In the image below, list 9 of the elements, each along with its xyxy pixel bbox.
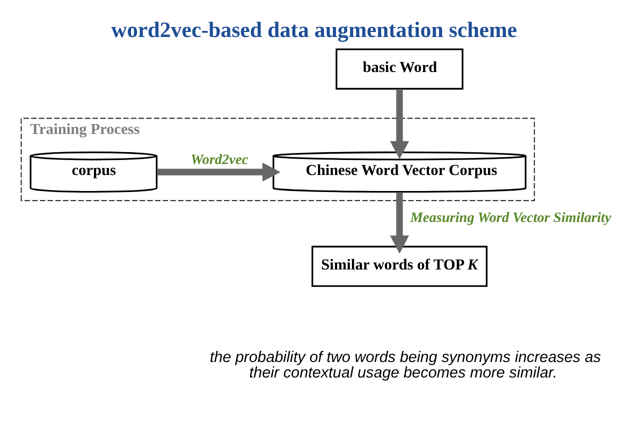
edge-label: Word2vec <box>190 151 248 168</box>
edge-label: Measuring Word Vector Similarity <box>410 209 612 226</box>
node-box: basic Word <box>336 48 464 90</box>
caption: the probability of two words being synonyms increases as their contextual usage becomes more similar. <box>210 348 601 381</box>
node-box: Similar words of TOP K <box>312 245 488 286</box>
diagram-title: word2vec-based data augmentation scheme <box>111 16 518 42</box>
arrow <box>390 88 409 159</box>
arrow <box>390 192 409 254</box>
arrow <box>157 162 280 182</box>
